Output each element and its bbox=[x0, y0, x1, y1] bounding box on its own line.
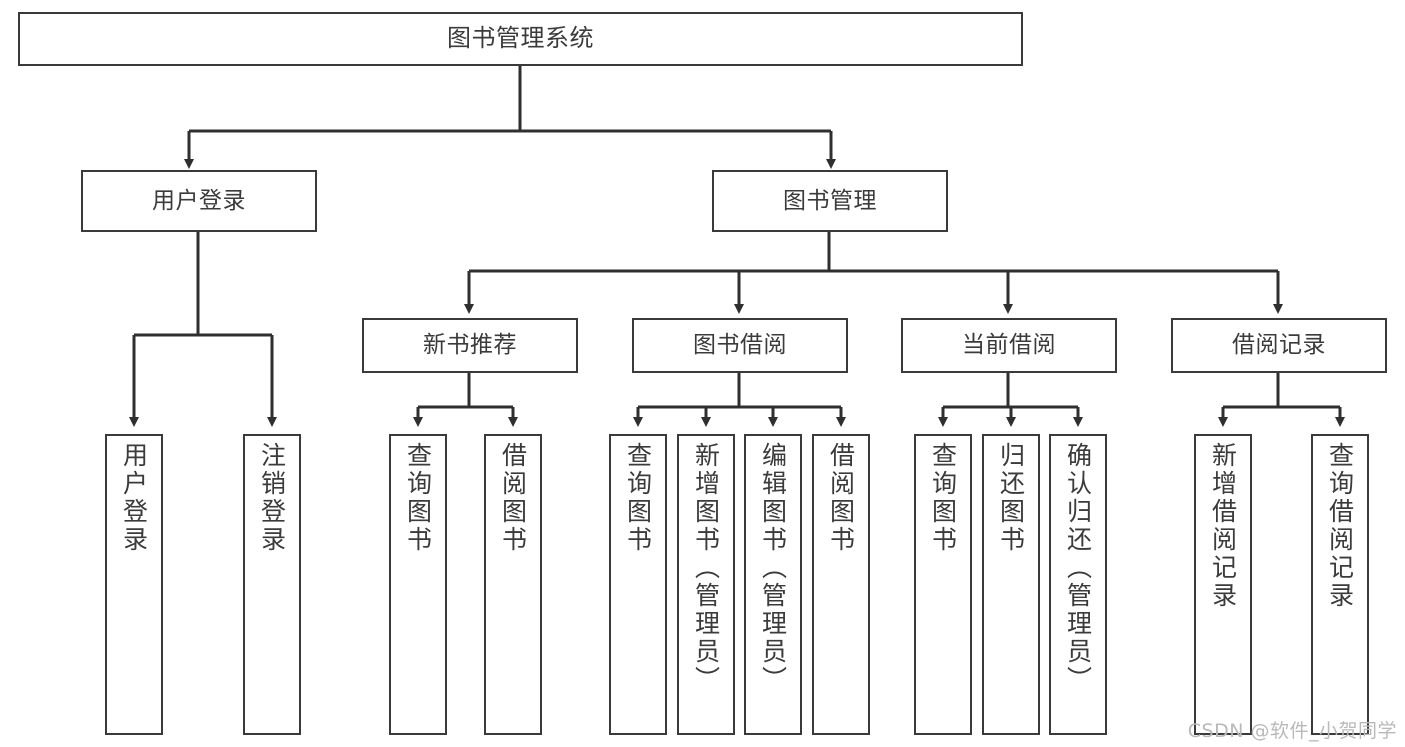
node-root-book-management-system[interactable]: 图书管理系统 bbox=[18, 12, 1023, 66]
node-user-login[interactable]: 用户登录 bbox=[81, 170, 317, 232]
leaf-logout-login[interactable]: 注销登录 bbox=[243, 434, 301, 735]
node-label: 图书借阅 bbox=[693, 332, 787, 359]
node-label: 查询图书 bbox=[623, 442, 653, 554]
node-label: 新书推荐 bbox=[423, 332, 517, 359]
leaf-add-borrow-record[interactable]: 新增借阅记录 bbox=[1194, 434, 1252, 735]
leaf-query-borrow-record[interactable]: 查询借阅记录 bbox=[1311, 434, 1369, 735]
leaf-return-book[interactable]: 归还图书 bbox=[982, 434, 1040, 735]
node-current-borrow[interactable]: 当前借阅 bbox=[901, 318, 1117, 373]
node-new-book-recommend[interactable]: 新书推荐 bbox=[362, 318, 578, 373]
node-label: 借阅图书 bbox=[826, 442, 856, 554]
node-label: 图书管理 bbox=[783, 187, 877, 214]
leaf-edit-book-admin[interactable]: 编辑图书（管理员） bbox=[744, 434, 802, 735]
node-label: 图书管理系统 bbox=[447, 24, 594, 53]
node-book-management[interactable]: 图书管理 bbox=[712, 170, 948, 232]
node-borrow-record[interactable]: 借阅记录 bbox=[1171, 318, 1387, 373]
node-label: 用户登录 bbox=[152, 187, 246, 214]
node-label: 注销登录 bbox=[257, 442, 287, 554]
node-label: 查询图书 bbox=[928, 442, 958, 554]
leaf-confirm-return-admin[interactable]: 确认归还（管理员） bbox=[1049, 434, 1107, 735]
csdn-watermark: CSDN @软件_小贺同学 bbox=[1187, 720, 1397, 742]
node-label: 确认归还（管理员） bbox=[1063, 442, 1093, 694]
leaf-user-login[interactable]: 用户登录 bbox=[105, 434, 163, 735]
leaf-query-book-borrow[interactable]: 查询图书 bbox=[609, 434, 667, 735]
leaf-query-book-current[interactable]: 查询图书 bbox=[914, 434, 972, 735]
node-label: 归还图书 bbox=[996, 442, 1026, 554]
node-label: 借阅图书 bbox=[498, 442, 528, 554]
node-label: 编辑图书（管理员） bbox=[758, 442, 788, 694]
node-label: 查询借阅记录 bbox=[1325, 442, 1355, 610]
node-label: 当前借阅 bbox=[962, 332, 1056, 359]
leaf-borrow-book[interactable]: 借阅图书 bbox=[812, 434, 870, 735]
node-label: 新增借阅记录 bbox=[1208, 442, 1238, 610]
node-label: 用户登录 bbox=[119, 442, 149, 554]
node-label: 查询图书 bbox=[403, 442, 433, 554]
leaf-add-book-admin[interactable]: 新增图书（管理员） bbox=[677, 434, 735, 735]
node-label: 新增图书（管理员） bbox=[691, 442, 721, 694]
leaf-borrow-book-recommend[interactable]: 借阅图书 bbox=[484, 434, 542, 735]
node-book-borrow[interactable]: 图书借阅 bbox=[632, 318, 848, 373]
leaf-query-book-recommend[interactable]: 查询图书 bbox=[389, 434, 447, 735]
node-label: 借阅记录 bbox=[1232, 332, 1326, 359]
